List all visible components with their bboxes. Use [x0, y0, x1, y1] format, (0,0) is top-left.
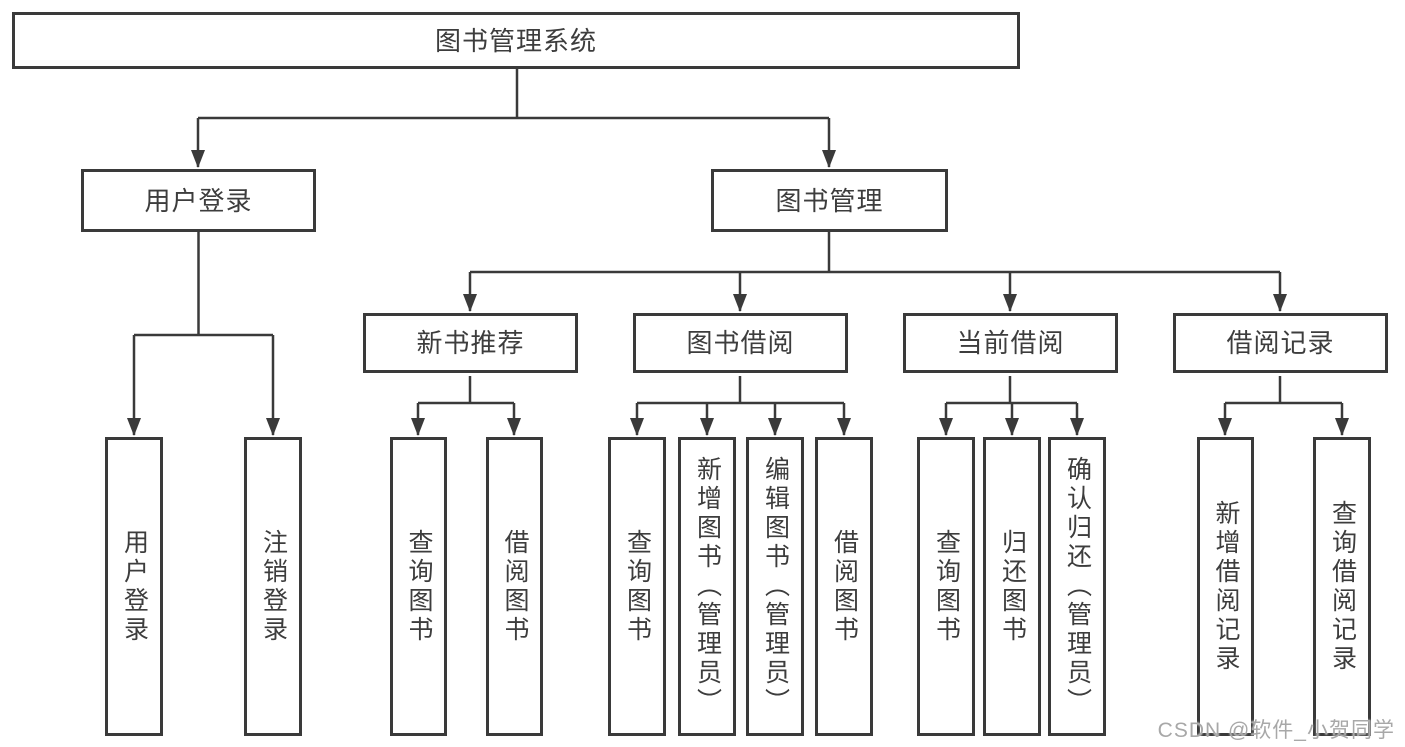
node-borrow-records-label: 借阅记录: [1226, 328, 1335, 358]
leaf-query-books-1: 查询图书: [390, 437, 447, 736]
leaf-return-book-label: 归还图书: [998, 528, 1027, 645]
node-user-login-label: 用户登录: [144, 185, 253, 216]
node-root-label: 图书管理系统: [434, 25, 597, 56]
leaf-logout-label: 注销登录: [259, 528, 288, 645]
leaf-user-login-label: 用户登录: [120, 528, 149, 645]
node-borrow-records: 借阅记录: [1173, 313, 1388, 373]
connector-lines: [127, 69, 1349, 436]
node-current-borrow: 当前借阅: [903, 313, 1118, 373]
node-new-book-recommend: 新书推荐: [363, 313, 578, 373]
leaf-query-books-2: 查询图书: [608, 437, 666, 736]
leaf-add-borrow-record: 新增借阅记录: [1197, 437, 1254, 736]
leaf-query-borrow-record: 查询借阅记录: [1313, 437, 1371, 736]
node-user-login: 用户登录: [81, 169, 316, 232]
leaf-query-borrow-record-label: 查询借阅记录: [1328, 499, 1357, 674]
node-book-management-label: 图书管理: [775, 185, 884, 216]
leaf-borrow-books-1-label: 借阅图书: [501, 528, 529, 645]
leaf-edit-book-admin-label: 编辑图书（管理员）: [761, 456, 790, 717]
node-root: 图书管理系统: [12, 12, 1020, 69]
leaf-add-borrow-record-label: 新增借阅记录: [1212, 499, 1240, 674]
leaf-borrow-books-2-label: 借阅图书: [830, 528, 859, 645]
node-book-management: 图书管理: [711, 169, 948, 232]
leaf-confirm-return-admin: 确认归还（管理员）: [1048, 437, 1106, 736]
leaf-borrow-books-2: 借阅图书: [815, 437, 873, 736]
leaf-query-books-3: 查询图书: [917, 437, 975, 736]
leaf-query-books-3-label: 查询图书: [932, 528, 961, 645]
leaf-add-book-admin: 新增图书（管理员）: [678, 437, 736, 736]
leaf-query-books-2-label: 查询图书: [623, 528, 652, 645]
node-book-borrow-label: 图书借阅: [686, 328, 795, 358]
node-current-borrow-label: 当前借阅: [956, 328, 1065, 358]
leaf-edit-book-admin: 编辑图书（管理员）: [746, 437, 804, 736]
node-new-book-recommend-label: 新书推荐: [416, 328, 525, 358]
leaf-borrow-books-1: 借阅图书: [486, 437, 543, 736]
leaf-confirm-return-admin-label: 确认归还（管理员）: [1063, 456, 1092, 717]
watermark-text: CSDN @软件_小贺同学: [1157, 719, 1395, 742]
node-book-borrow: 图书借阅: [633, 313, 848, 373]
leaf-return-book: 归还图书: [983, 437, 1041, 736]
leaf-query-books-1-label: 查询图书: [405, 528, 433, 645]
leaf-logout: 注销登录: [244, 437, 302, 736]
leaf-user-login: 用户登录: [105, 437, 163, 736]
leaf-add-book-admin-label: 新增图书（管理员）: [693, 456, 722, 717]
